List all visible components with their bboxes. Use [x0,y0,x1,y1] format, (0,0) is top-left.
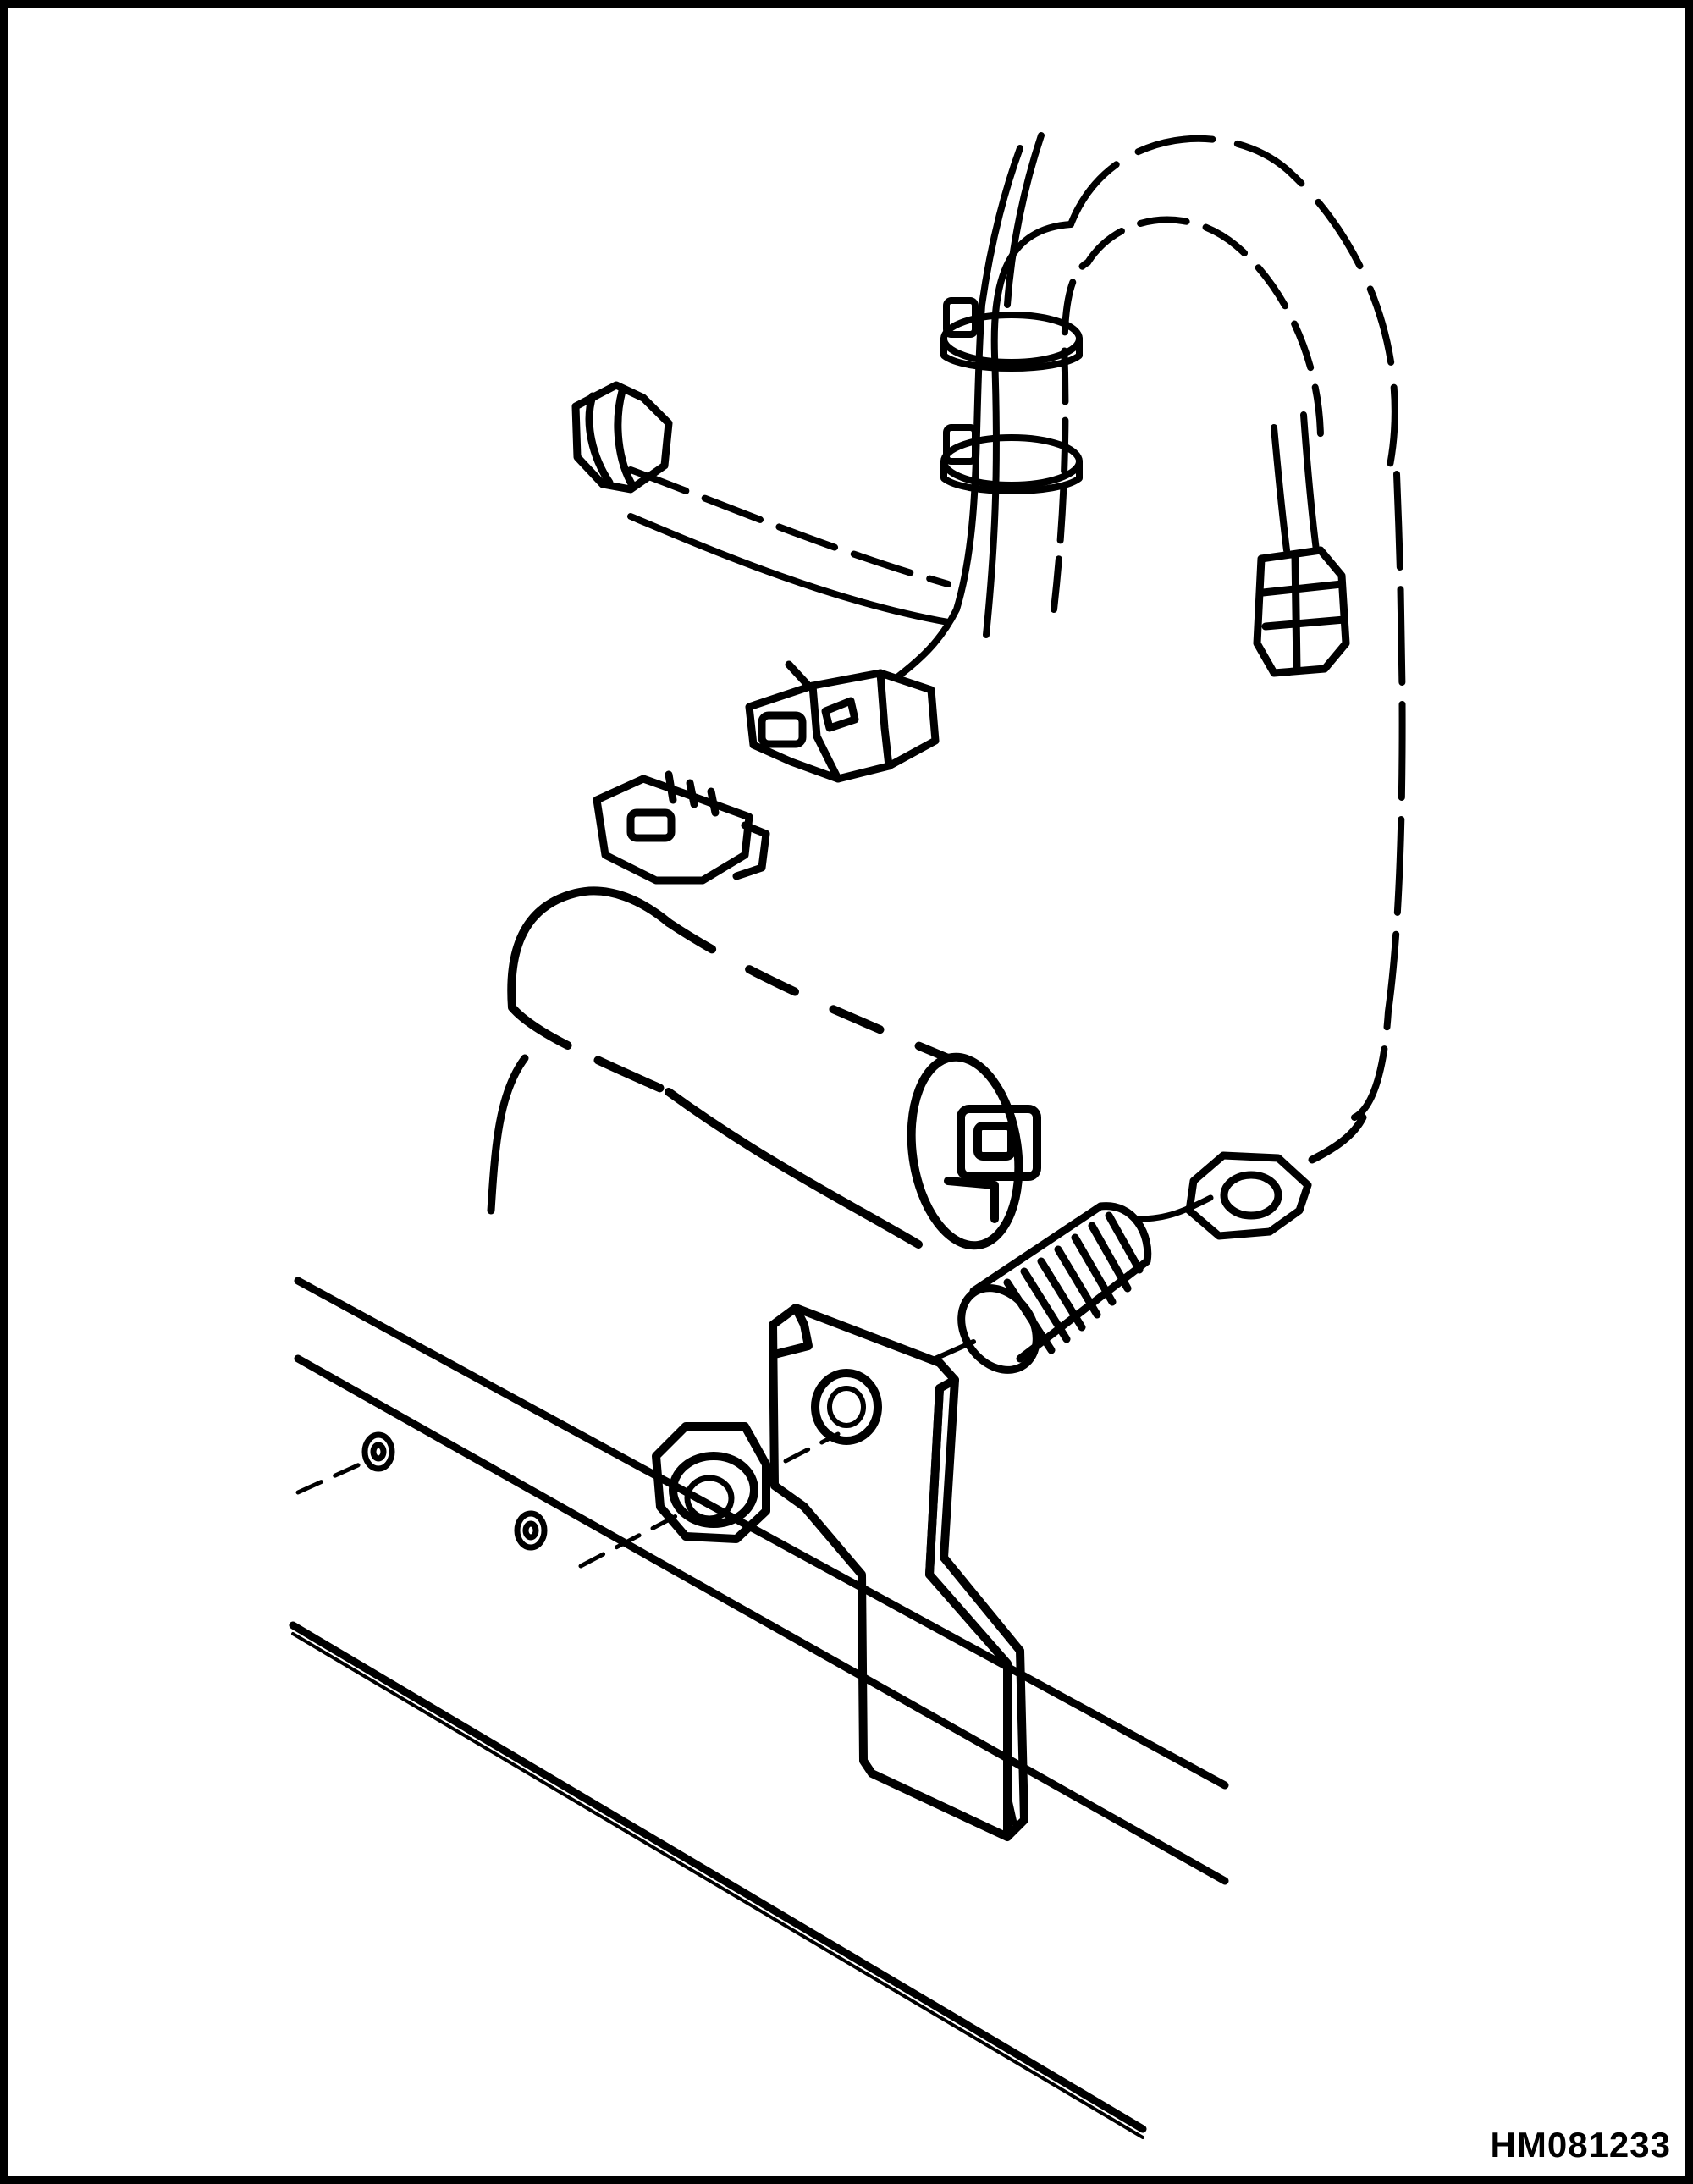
sensor-body [487,886,1041,1250]
harness-connector-male [593,770,770,885]
harness-connector-female [745,660,940,783]
mounting-bracket [769,1304,1028,1841]
tube-clamp-upper [940,297,1083,372]
tube-fitting-nut [571,381,673,494]
threaded-sensor-probe [929,1194,1214,1374]
figure-id-label: HM081233 [1490,2125,1671,2165]
axle-beam [289,1277,1229,2139]
hex-nut-upper [1185,1113,1367,1240]
tube-fitting-nut-lower [1253,546,1350,677]
axle-beam-holes [361,1431,548,1551]
hex-nut-lower [652,1422,770,1543]
tube-clamp-lower [940,424,1083,494]
